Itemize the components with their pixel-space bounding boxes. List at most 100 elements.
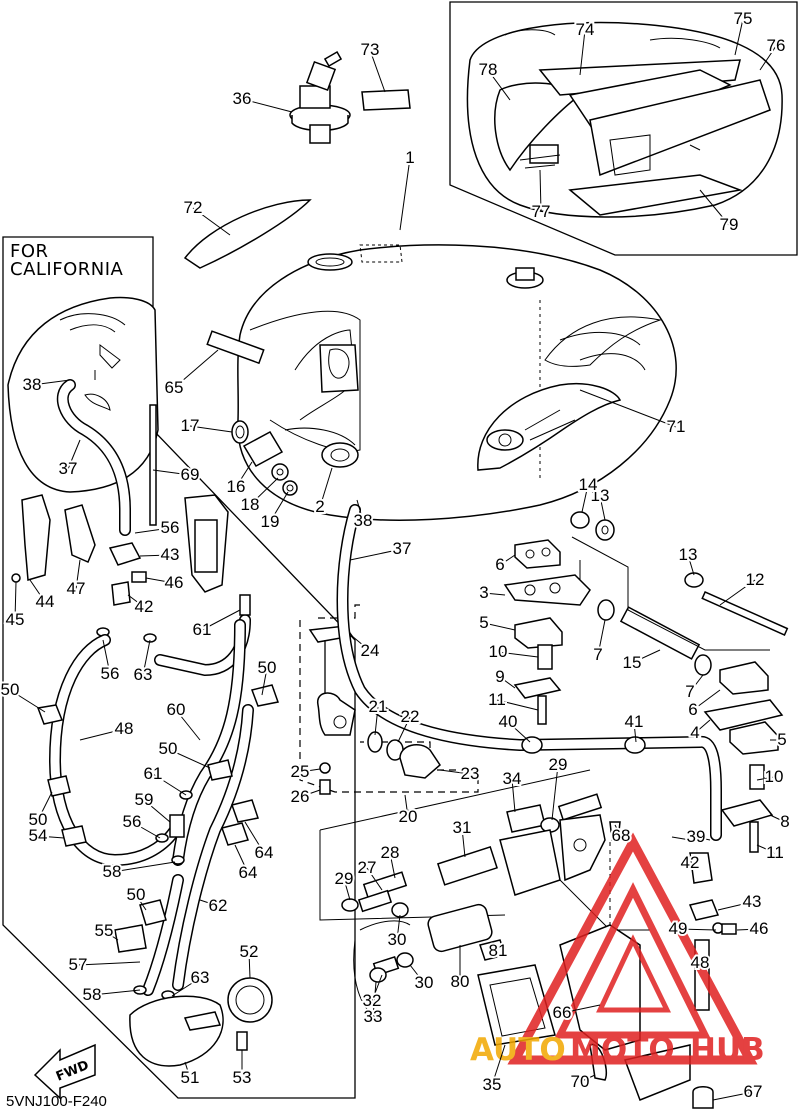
callout-halo: 35 [483, 1075, 502, 1094]
clamp-55 [114, 924, 147, 953]
callout-8: 8 [780, 812, 789, 831]
plate-9 [513, 677, 562, 699]
callout-halo: 33 [364, 1007, 383, 1026]
callout-halo: 68 [612, 826, 631, 845]
callout-halo: 11 [766, 843, 784, 862]
callout-43: 43 [161, 545, 180, 564]
callout-9: 9 [495, 667, 504, 686]
callout-29: 29 [335, 869, 354, 888]
callout-halo: 13 [591, 486, 610, 505]
callout-62: 62 [209, 896, 228, 915]
leader-line [111, 861, 176, 873]
callout-halo: 10 [765, 767, 784, 786]
bolt-46a [131, 571, 147, 583]
clip-50a [36, 704, 64, 725]
canister-51 [129, 995, 224, 1067]
callout-halo: 7 [685, 682, 694, 701]
leader-line [175, 709, 201, 741]
callout-78: 78 [479, 60, 498, 79]
callout-halo: 75 [734, 9, 753, 28]
leader-line [499, 554, 516, 566]
callout-58: 58 [103, 862, 122, 881]
callout-50: 50 [29, 810, 48, 829]
leader-line [633, 721, 637, 743]
lever-23 [399, 743, 441, 779]
callout-36: 36 [233, 89, 252, 108]
callout-39: 39 [687, 827, 706, 846]
leader-line [369, 49, 386, 93]
callout-numbers: 1122334455556666777788991010101011111111… [0, 7, 792, 1103]
leader-line [184, 1061, 191, 1079]
callout-21: 21 [369, 697, 388, 716]
callout-50: 50 [258, 658, 277, 677]
callout-50: 50 [127, 885, 146, 904]
clip-50d [47, 775, 71, 797]
leader-line [248, 951, 251, 979]
callout-halo: 58 [83, 985, 102, 1004]
callout-halo: 67 [744, 1082, 763, 1101]
leader-line [499, 676, 516, 689]
leader-line [319, 467, 333, 508]
callout-13: 13 [591, 486, 610, 505]
leader-line [439, 769, 471, 775]
callout-61: 61 [144, 764, 163, 783]
valve-42a [111, 581, 131, 606]
leader-line [487, 69, 511, 101]
callout-halo: 78 [479, 60, 498, 79]
callout-42: 42 [681, 853, 700, 872]
bolt-11a [537, 695, 547, 725]
leader-line [91, 989, 141, 996]
callout-halo: 62 [209, 896, 228, 915]
bracket-3 [503, 574, 591, 606]
leader-line [241, 98, 293, 113]
callout-halo: 12 [746, 570, 765, 589]
leader-line [244, 821, 265, 854]
callout-halo: 17 [181, 416, 200, 435]
callout-halo: 14 [579, 475, 598, 494]
callout-37: 37 [393, 539, 412, 558]
callout-43: 43 [743, 892, 762, 911]
clip-29a [341, 898, 359, 912]
leader-line [29, 579, 46, 603]
leader-line [579, 1074, 596, 1083]
callout-64: 64 [255, 843, 274, 862]
leader-line [719, 579, 756, 606]
leader-line [349, 548, 403, 561]
callout-15: 15 [623, 653, 642, 672]
callout-halo: 37 [59, 459, 78, 478]
watermark-part3: HUB [690, 1032, 765, 1068]
callout-halo: 8 [780, 812, 789, 831]
leader-line [599, 495, 606, 521]
callout-7: 7 [685, 682, 694, 701]
screw-45 [11, 573, 21, 583]
leader-line [152, 469, 191, 476]
callout-11: 11 [488, 690, 506, 709]
callout-halo: 63 [191, 968, 210, 987]
washer-14 [570, 511, 590, 529]
nut-19 [282, 480, 298, 496]
leader-line [756, 776, 775, 781]
callout-halo: 22 [401, 707, 420, 726]
callout-59: 59 [135, 790, 154, 809]
hose-upper [557, 793, 603, 821]
callout-halo: 80 [451, 972, 470, 991]
washer-13b [684, 572, 704, 588]
callout-halo: 61 [144, 764, 163, 783]
leader-line [351, 635, 371, 652]
leader-line [614, 824, 622, 837]
callout-55: 55 [95, 921, 114, 940]
leader-line [597, 619, 606, 656]
callout-halo: 29 [335, 869, 354, 888]
callout-14: 14 [579, 475, 598, 494]
callout-halo: 3 [479, 583, 488, 602]
callout-halo: 1 [405, 148, 414, 167]
pump-80 [427, 903, 493, 953]
callout-halo: 44 [36, 592, 55, 611]
callout-halo: 30 [388, 930, 407, 949]
washer-7b [694, 654, 712, 676]
callout-halo: 23 [461, 764, 480, 783]
bolt-68 [609, 821, 621, 841]
petcock-dashed-group [318, 604, 362, 619]
